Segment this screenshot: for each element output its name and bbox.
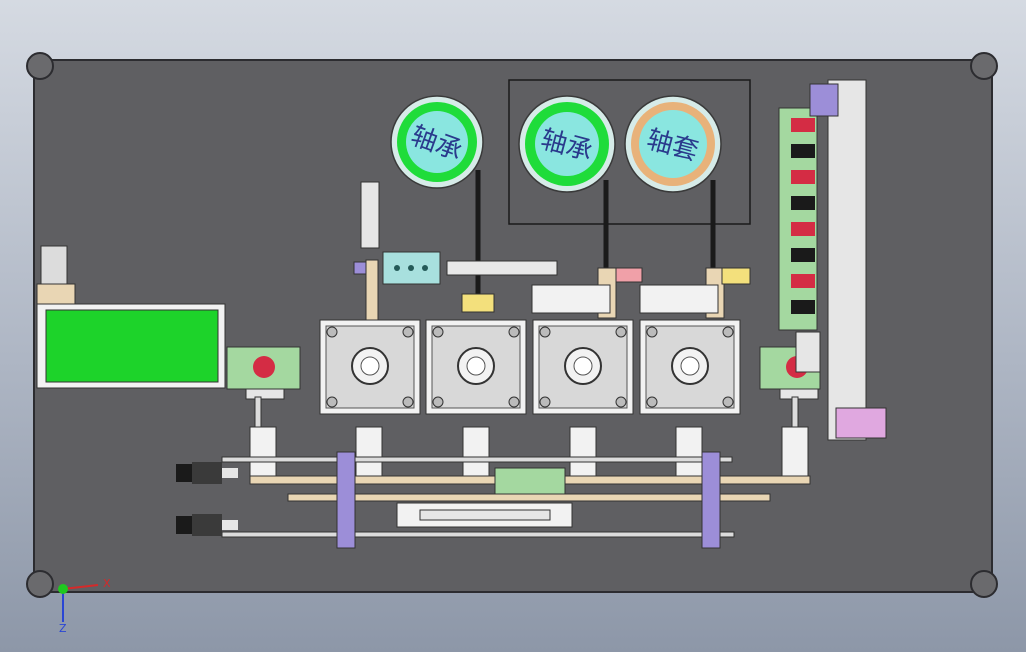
end-actuator-lower <box>176 514 238 536</box>
press-station-1 <box>319 319 421 415</box>
vertical-guides <box>249 396 809 478</box>
conveyor-belt <box>45 309 219 383</box>
axis-z-label: Z <box>59 622 67 635</box>
press-shaft <box>573 356 593 376</box>
press-bolt <box>722 326 734 338</box>
center-block <box>494 467 566 495</box>
cylinder-clamp <box>531 284 611 314</box>
linear-rod-upper <box>221 456 733 463</box>
magazine-slot <box>791 300 815 314</box>
linear-guide-6 <box>781 426 809 478</box>
magazine-slot <box>791 222 815 236</box>
press-station-2 <box>425 319 527 415</box>
linear-guide-5 <box>675 426 703 478</box>
feed-chutes <box>475 170 716 300</box>
feeder-frame <box>508 79 751 225</box>
gearbox-left <box>226 346 301 400</box>
guide-post <box>791 396 799 428</box>
press-station-4 <box>639 319 741 415</box>
magazine-slots <box>791 118 815 314</box>
carriage-right <box>701 451 721 549</box>
servo-motor <box>40 245 68 285</box>
press-bolt <box>508 396 520 408</box>
lower-rail <box>287 493 771 502</box>
upper-cylinder <box>446 260 558 276</box>
press-stations <box>319 319 741 415</box>
linear-rod-lower <box>221 531 735 538</box>
magazine-slot <box>791 248 815 262</box>
linear-guide-2 <box>355 426 383 478</box>
press-bolt <box>615 326 627 338</box>
press-bolt <box>326 326 338 338</box>
yellow-stop <box>721 267 751 285</box>
magazine-slot <box>791 144 815 158</box>
carriage-left <box>336 451 356 549</box>
magazine-base <box>778 107 818 331</box>
feeder-bowl-3[interactable]: 轴套 <box>624 95 722 193</box>
magazine-rail <box>827 79 867 441</box>
press-bolt <box>646 396 658 408</box>
feeder-face <box>639 110 707 178</box>
press-bolt <box>402 326 414 338</box>
sensor-bracket <box>360 181 380 249</box>
magazine-slot <box>791 196 815 210</box>
magazine-bracket <box>795 331 821 373</box>
press-bolt <box>615 396 627 408</box>
press-bolt <box>508 326 520 338</box>
feeder-bowl-1[interactable]: 轴承 <box>390 95 484 189</box>
coordinate-triad: X Z <box>58 577 111 635</box>
press-bolt <box>539 326 551 338</box>
motor-mount <box>36 283 76 305</box>
press-bolt <box>432 396 444 408</box>
magazine-motor <box>835 407 887 439</box>
press-bolt <box>326 396 338 408</box>
corner-mount-bl <box>26 570 54 598</box>
corner-mount-br <box>970 570 998 598</box>
magazine-top-block <box>809 83 839 117</box>
valve-panel <box>382 251 441 285</box>
magazine-slot <box>791 274 815 288</box>
guide-post <box>254 396 262 428</box>
chute-block-1 <box>461 293 495 313</box>
axis-x-label: X <box>103 577 111 590</box>
feeder-bowl-2[interactable]: 轴承 <box>518 95 616 193</box>
press-bolt <box>432 326 444 338</box>
cylinder-clamp <box>639 284 719 314</box>
press-shaft <box>680 356 700 376</box>
valve-ports <box>394 265 428 271</box>
press-bolt <box>722 396 734 408</box>
end-actuator-upper <box>176 462 238 484</box>
pink-stop <box>615 267 643 283</box>
mount-post <box>365 259 379 321</box>
press-bolt <box>646 326 658 338</box>
press-shaft <box>360 356 380 376</box>
magazine-slot <box>791 118 815 132</box>
press-bolt <box>539 396 551 408</box>
corner-mount-tr <box>970 52 998 80</box>
linear-guide-3 <box>462 426 490 478</box>
sensor-block <box>353 261 367 275</box>
linear-guide-1 <box>249 426 277 478</box>
press-bolt <box>402 396 414 408</box>
corner-mount-tl <box>26 52 54 80</box>
magazine-slot <box>791 170 815 184</box>
press-shaft <box>466 356 486 376</box>
feeder-face <box>406 111 468 173</box>
press-station-3 <box>532 319 634 415</box>
cylinder-rod <box>419 509 551 521</box>
feeder-face <box>535 112 599 176</box>
linear-guide-4 <box>569 426 597 478</box>
